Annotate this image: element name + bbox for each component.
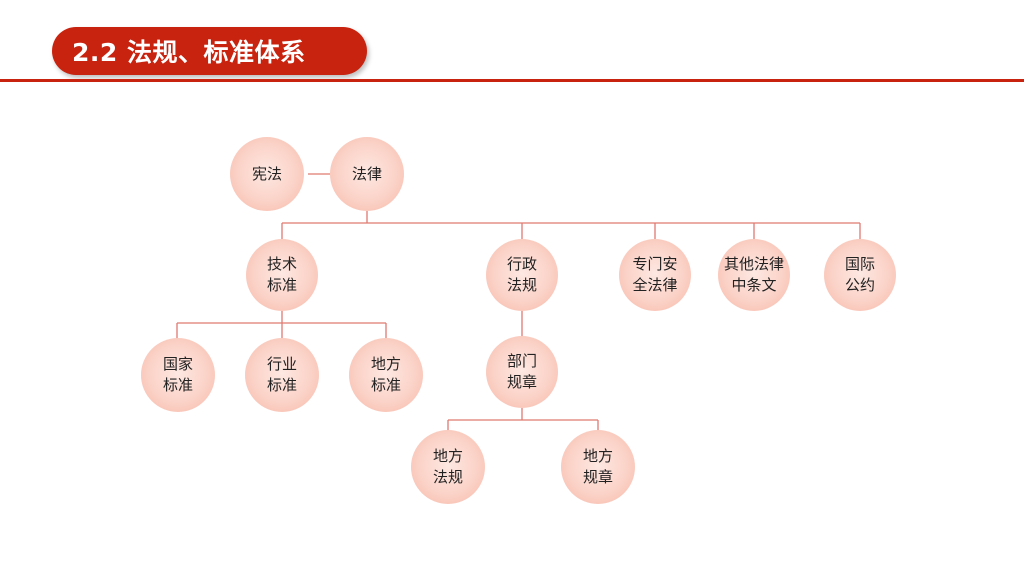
node-other-law-provisions: 其他法律 中条文 [718, 239, 790, 311]
header-divider [0, 79, 1024, 82]
node-local-standards: 地方 标准 [349, 338, 423, 412]
node-departmental-rules: 部门 规章 [486, 336, 558, 408]
node-local-rules: 地方 规章 [561, 430, 635, 504]
node-technical-standards: 技术 标准 [246, 239, 318, 311]
node-administrative-regulations: 行政 法规 [486, 239, 558, 311]
node-law: 法律 [330, 137, 404, 211]
section-title-banner: 2.2 法规、标准体系 [52, 27, 367, 75]
node-local-regulations: 地方 法规 [411, 430, 485, 504]
node-special-safety-laws: 专门安 全法律 [619, 239, 691, 311]
node-international-conventions: 国际 公约 [824, 239, 896, 311]
node-industry-standards: 行业 标准 [245, 338, 319, 412]
page-title: 2.2 法规、标准体系 [72, 38, 306, 67]
node-constitution: 宪法 [230, 137, 304, 211]
node-national-standards: 国家 标准 [141, 338, 215, 412]
